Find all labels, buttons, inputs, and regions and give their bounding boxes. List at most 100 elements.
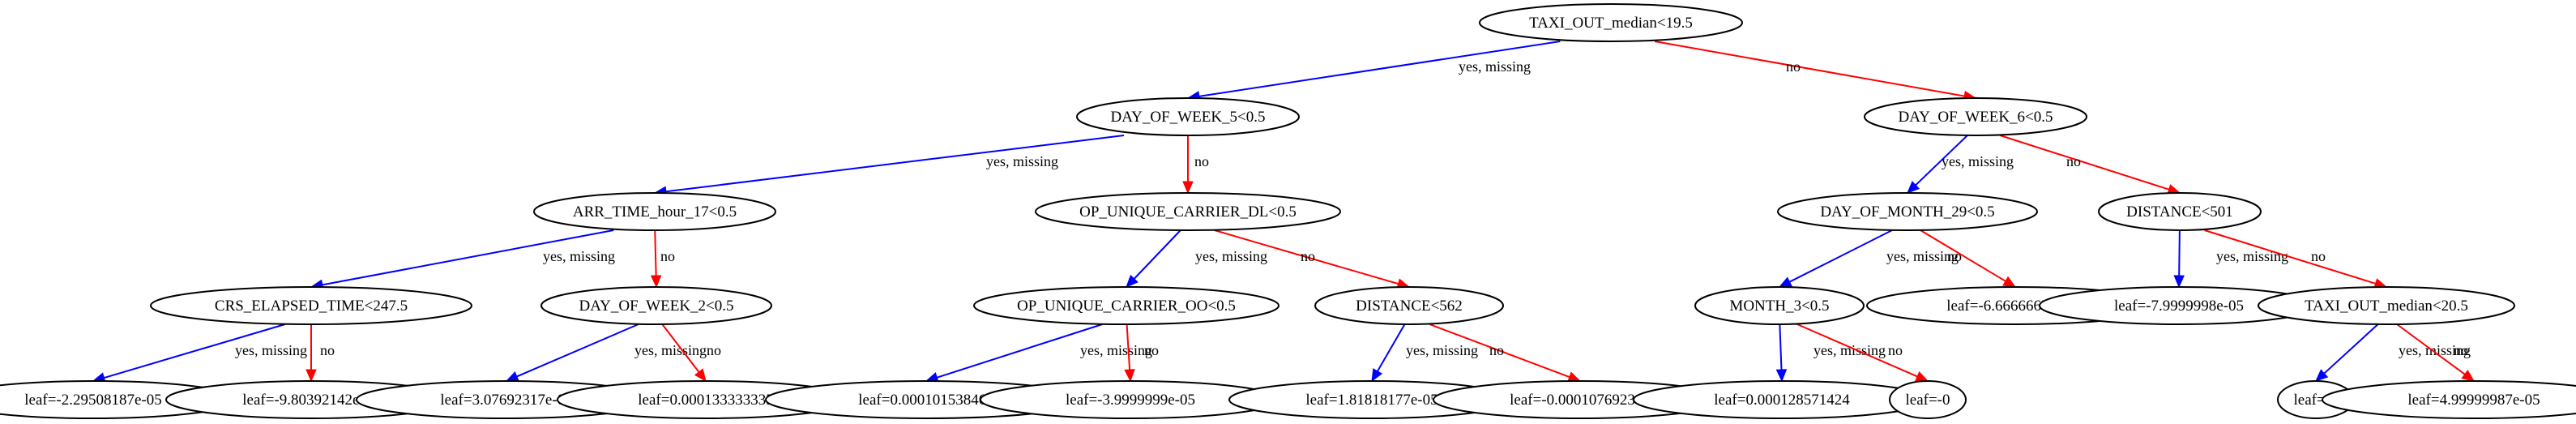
edge-label-no: no	[2311, 248, 2326, 264]
edge-yes-n7-n15: yes, missing	[92, 323, 307, 383]
leaf-node-n26: leaf=4.99999987e-05	[2322, 380, 2576, 419]
node-label: DAY_OF_WEEK_2<0.5	[579, 298, 733, 315]
edge-yes-n1-n3: yes, missing	[653, 135, 1125, 197]
edge-yes-n0-n1: yes, missing	[1186, 41, 1561, 102]
node-label: CRS_ELAPSED_TIME<247.5	[215, 298, 408, 315]
edge-line	[1796, 323, 1918, 378]
edge-yes-n11-n23: yes, missing	[1775, 323, 1886, 383]
edge-line	[104, 323, 286, 379]
node-label: TAXI_OUT_median<19.5	[1529, 15, 1693, 32]
edge-line	[1779, 323, 1783, 370]
node-label: leaf=1.81818177e-05	[1305, 392, 1438, 409]
edge-line	[2323, 323, 2379, 375]
edge-label-no: no	[1144, 342, 1159, 358]
edge-arrowhead	[1567, 371, 1582, 383]
edge-no-n9-n20: no	[1124, 323, 1159, 383]
split-node-n8: DAY_OF_WEEK_2<0.5	[540, 286, 772, 325]
edge-no-n3-n8: no	[650, 229, 675, 289]
edge-label-no: no	[660, 248, 675, 264]
split-node-n7: CRS_ELAPSED_TIME<247.5	[150, 286, 472, 325]
node-label: leaf=0.000128571424	[1714, 392, 1850, 409]
node-label: leaf=0.000101538462	[858, 392, 993, 409]
node-ellipse	[2322, 380, 2576, 419]
edge-arrowhead	[1126, 274, 1138, 288]
edge-arrowhead	[1907, 181, 1920, 194]
edge-yes-n5-n11: yes, missing	[1778, 229, 1959, 288]
edge-label-no: no	[1194, 153, 1209, 169]
edge-yes-n6-n13: yes, missing	[2173, 229, 2288, 289]
edge-arrowhead	[505, 371, 519, 382]
edge-label-yes: yes, missing	[1942, 153, 2014, 169]
split-node-n1: DAY_OF_WEEK_5<0.5	[1076, 97, 1300, 136]
edge-line	[654, 229, 657, 276]
node-ellipse	[2098, 192, 2262, 231]
node-ellipse	[1889, 380, 1967, 419]
edge-yes-n9-n19: yes, missing	[925, 323, 1152, 383]
edge-line	[1133, 229, 1181, 280]
node-ellipse	[1694, 286, 1865, 325]
edge-no-n1-n4: no	[1182, 135, 1209, 195]
edge-label-yes: yes, missing	[2216, 248, 2288, 264]
edge-label-no: no	[2454, 342, 2468, 358]
node-label: DAY_OF_WEEK_5<0.5	[1110, 109, 1265, 126]
leaf-node-n18: leaf=0.000133333335	[557, 380, 855, 419]
edge-line	[2396, 323, 2466, 375]
edge-arrowhead	[305, 369, 317, 383]
node-ellipse	[1314, 286, 1504, 325]
edge-yes-n2-n5: yes, missing	[1907, 135, 2014, 194]
node-label: DISTANCE<501	[2126, 203, 2233, 221]
edge-arrowhead	[2173, 275, 2185, 289]
edge-no-n4-n10: no	[1214, 229, 1411, 289]
node-ellipse	[533, 192, 776, 231]
node-ellipse	[1479, 3, 1743, 42]
leaf-node-n24: leaf=-0	[1889, 380, 1967, 419]
edge-no-n8-n18: no	[661, 323, 721, 383]
edge-yes-n4-n9: yes, missing	[1126, 229, 1267, 288]
edge-label-no: no	[2066, 153, 2081, 169]
edge-label-yes: yes, missing	[1813, 342, 1886, 358]
edge-label-no: no	[707, 342, 721, 358]
edge-yes-n14-n25: yes, missing	[2315, 323, 2471, 382]
edge-line	[1429, 323, 1570, 378]
edge-label-yes: yes, missing	[235, 342, 307, 358]
edge-arrowhead	[1371, 368, 1383, 383]
edge-arrowhead	[1778, 276, 1792, 288]
edge-line	[516, 323, 639, 378]
node-label: MONTH_3<0.5	[1729, 298, 1829, 315]
node-label: leaf=-7.9999998e-05	[2114, 298, 2244, 315]
node-ellipse	[1035, 192, 1341, 231]
edge-no-n10-n22: no	[1429, 323, 1582, 383]
edge-yes-n3-n7: yes, missing	[310, 229, 615, 290]
node-label: DAY_OF_MONTH_29<0.5	[1820, 203, 1994, 221]
node-label: leaf=0.000133333335	[638, 392, 773, 409]
node-ellipse	[1076, 97, 1300, 136]
node-label: leaf=-3.9999999e-05	[1066, 392, 1195, 409]
edge-label-yes: yes, missing	[1459, 58, 1531, 75]
edge-label-yes: yes, missing	[1406, 342, 1478, 358]
edge-label-no: no	[1947, 248, 1962, 264]
edge-line	[1999, 135, 2169, 191]
node-label: OP_UNIQUE_CARRIER_DL<0.5	[1079, 203, 1297, 221]
edge-label-yes: yes, missing	[1886, 248, 1959, 264]
edge-arrowhead	[2315, 369, 2329, 382]
edge-arrowhead	[650, 275, 662, 289]
node-label: leaf=3.07692317e-05	[440, 392, 572, 409]
node-label: TAXI_OUT_median<20.5	[2305, 298, 2468, 315]
node-label: leaf=-9.80392142e-05	[242, 392, 380, 409]
edge-line	[1789, 229, 1893, 283]
edge-arrowhead	[1915, 371, 1929, 382]
edge-label-no: no	[1489, 342, 1504, 358]
edge-yes-n10-n21: yes, missing	[1371, 323, 1478, 383]
edge-line	[1198, 41, 1561, 97]
node-label: DAY_OF_WEEK_6<0.5	[1898, 109, 2053, 126]
node-ellipse	[2258, 286, 2515, 325]
node-label: leaf=4.99999987e-05	[2407, 392, 2540, 409]
edge-line	[2204, 229, 2376, 285]
node-label: leaf=-2.29508187e-05	[24, 392, 162, 409]
edge-yes-n8-n17: yes, missing	[505, 323, 707, 382]
node-label: leaf=-0.000107692307	[1510, 392, 1651, 409]
split-node-n10: DISTANCE<562	[1314, 286, 1504, 325]
split-node-n3: ARR_TIME_hour_17<0.5	[533, 192, 776, 231]
edge-arrowhead	[1775, 369, 1788, 383]
